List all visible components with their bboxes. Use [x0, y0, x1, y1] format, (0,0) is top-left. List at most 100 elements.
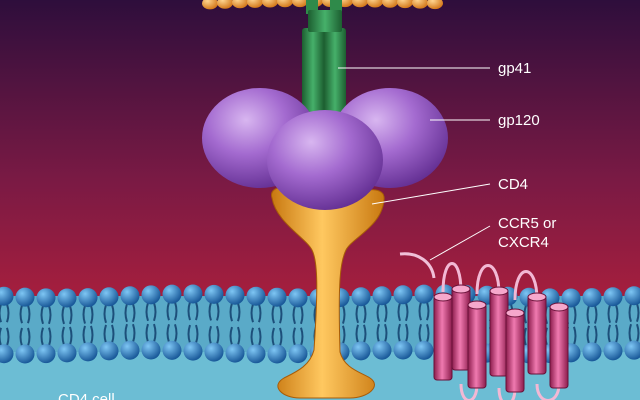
lipid-tail	[418, 301, 422, 321]
lipid-head	[582, 342, 602, 362]
lipid-head	[288, 288, 308, 308]
lipid-head	[36, 344, 56, 364]
lipid-head	[624, 340, 640, 360]
coreceptor-helix-cap	[433, 292, 453, 302]
lipid-tail	[153, 323, 157, 343]
lipid-head	[288, 344, 308, 364]
lipid-tail	[342, 325, 346, 345]
lipid-tail	[27, 327, 31, 347]
coreceptor-extracellular-loop	[475, 264, 501, 295]
lipid-tail	[48, 305, 52, 325]
lipid-tail	[397, 323, 401, 343]
lipid-tail	[61, 305, 65, 325]
gp41-stalk-right	[324, 28, 346, 116]
virus-lipid-head	[277, 0, 293, 8]
lipid-tail	[216, 302, 220, 321]
lipid-tail	[250, 303, 254, 323]
lipid-tail	[342, 305, 346, 324]
lipid-head	[246, 344, 266, 364]
coreceptor-intracellular-loop	[535, 383, 561, 400]
lipid-tail	[166, 324, 170, 343]
lipid-tail	[40, 305, 44, 325]
lipid-tail	[405, 302, 409, 322]
lipid-head	[246, 286, 266, 306]
lipid-head	[57, 288, 77, 308]
virus-lipid-head	[202, 0, 218, 10]
lipid-head	[120, 286, 140, 306]
lipid-tail	[103, 304, 107, 324]
lipid-head	[183, 341, 203, 361]
lipid-tail	[607, 324, 611, 344]
lipid-tail	[426, 301, 430, 321]
gp41-protein	[302, 0, 346, 116]
lipid-tail	[195, 324, 199, 344]
virus-lipid-head	[412, 0, 428, 9]
lipid-head	[561, 288, 581, 308]
lipid-tail	[229, 326, 233, 346]
lipid-head	[0, 344, 14, 364]
lipid-tail	[27, 304, 31, 324]
gp120-protein	[202, 88, 448, 210]
lipid-head	[225, 343, 245, 363]
lipid-head	[603, 341, 623, 361]
lipid-tail	[48, 327, 52, 346]
coreceptor-label-line1: CCR5 or	[498, 215, 556, 232]
lipid-tail	[376, 323, 380, 343]
lipid-tail	[195, 301, 199, 321]
lipid-head	[141, 340, 161, 360]
lipid-tail	[153, 302, 157, 322]
lipid-tail	[594, 305, 598, 324]
lipid-head	[141, 285, 161, 305]
lipid-tail	[384, 303, 388, 323]
lipid-head	[162, 284, 182, 304]
lipid-tail	[594, 325, 598, 345]
coreceptor-protein	[399, 252, 569, 400]
coreceptor-helix-cap	[451, 284, 471, 294]
lipid-head	[267, 287, 287, 307]
label-pointers	[338, 67, 491, 261]
lipid-tail	[426, 324, 430, 343]
coreceptor-helices	[433, 284, 569, 393]
lipid-tail	[174, 324, 178, 343]
lipid-tail	[376, 303, 380, 323]
lipid-tail	[279, 304, 283, 324]
lipid-tail	[6, 327, 10, 347]
virus-lipid-head	[352, 0, 368, 8]
lipid-tail	[40, 327, 44, 346]
lipid-head	[15, 344, 35, 364]
coreceptor-helix	[451, 287, 471, 371]
lipid-tail	[384, 323, 388, 343]
lipid-tail	[69, 305, 73, 325]
lipid-tail	[145, 323, 149, 343]
lipid-tail	[124, 303, 128, 323]
virus-lipid-head	[427, 0, 443, 10]
lipid-tail	[405, 323, 409, 343]
lipid-head	[120, 340, 140, 360]
lipid-head	[204, 342, 224, 362]
coreceptor-loops	[441, 262, 561, 400]
lipid-heads-top	[0, 284, 640, 308]
lipid-tail	[573, 326, 577, 346]
lipid-tail	[61, 326, 65, 346]
virus-lipid-head	[397, 0, 413, 9]
lipid-head	[603, 287, 623, 307]
lipid-head	[351, 287, 371, 307]
lipid-tail	[124, 323, 128, 343]
coreceptor-helix	[489, 289, 509, 377]
lipid-tail	[0, 303, 2, 323]
lipid-tail	[636, 323, 640, 343]
coreceptor-helix-cap	[505, 308, 525, 318]
lipid-head	[393, 340, 413, 360]
lipid-head	[57, 343, 77, 363]
lipid-tail	[418, 324, 422, 343]
virus-lipid-head	[247, 0, 263, 8]
lipid-tail	[187, 324, 191, 344]
lipid-tail	[132, 323, 136, 343]
lipid-tail	[586, 325, 590, 345]
lipid-tail	[6, 303, 10, 323]
lipid-tail	[363, 324, 367, 344]
coreceptor-helix-cap	[489, 286, 509, 296]
lipid-tail	[187, 301, 191, 321]
lipid-tail	[523, 304, 527, 324]
lipid-tail	[145, 302, 149, 322]
